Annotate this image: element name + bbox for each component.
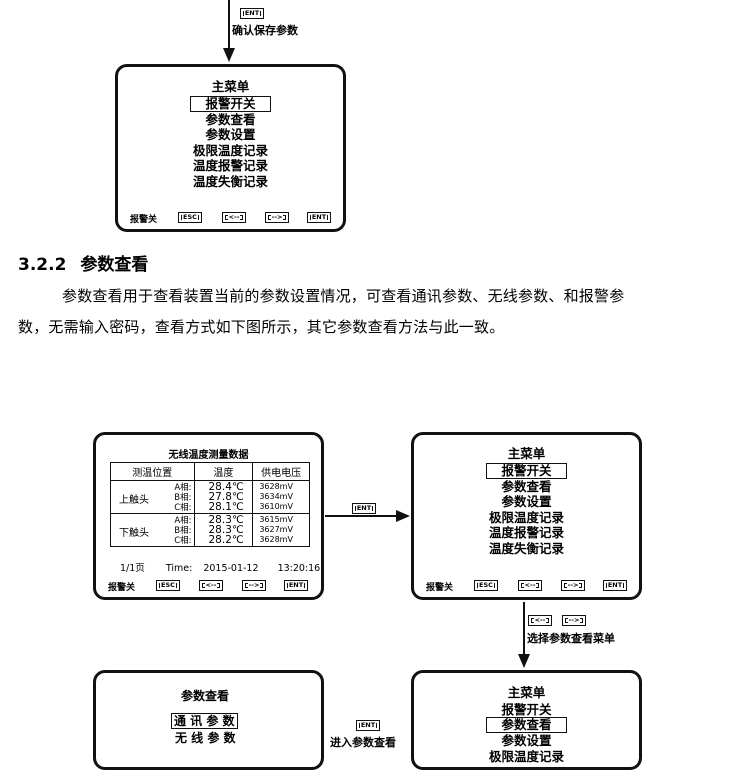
header-position: 测温位置	[110, 462, 195, 481]
data-screen-title: 无线温度测量数据	[168, 450, 249, 461]
data-screen-footer: 1/1页 Time: 2015-01-12 13:20:16	[120, 560, 320, 574]
menu-3-list: 主菜单 报警开关 参数查看 参数设置 极限温度记录	[414, 685, 639, 764]
arrow-ent-line	[325, 515, 399, 517]
page-indicator: 1/1页	[120, 563, 145, 574]
param-screen-list: 通 讯 参 数 无 线 参 数	[171, 713, 238, 747]
top-flow-caption: 确认保存参数	[232, 24, 298, 37]
menu-2-item-temp-alarm[interactable]: 温度报警记录	[488, 525, 564, 540]
arrow-select-line	[523, 602, 525, 656]
menu-screen-3: 主菜单 报警开关 参数查看 参数设置 极限温度记录	[411, 670, 642, 770]
date-value: 2015-01-12	[203, 563, 259, 574]
upper-phases: A相: B相: C相:	[174, 483, 192, 513]
menu-2-list: 主菜单 报警开关 参数查看 参数设置 极限温度记录 温度报警记录 温度失衡记录	[414, 446, 639, 556]
menu-1-ent-key[interactable]: ENT	[307, 212, 331, 223]
section-paragraph-line-1: 参数查看用于查看装置当前的参数设置情况，可查看通讯参数、无线参数、和报警参	[62, 287, 625, 305]
arrow-ent-key: ENT	[352, 503, 376, 514]
menu-3-item-param-view[interactable]: 参数查看	[486, 717, 567, 733]
param-item-comm[interactable]: 通 讯 参 数	[171, 713, 238, 729]
menu-1-item-alarm-switch[interactable]: 报警开关	[190, 95, 271, 112]
menu-1-title: 主菜单	[211, 79, 250, 94]
menu-1-esc-key[interactable]: ESC	[178, 212, 202, 223]
lower-phases: A相: B相: C相:	[174, 516, 192, 546]
section-title: 参数查看	[80, 255, 149, 275]
menu-2-esc-key[interactable]: ESC	[474, 580, 498, 591]
data-table: 测温位置 温度 供电电压 上触头 A相: B相: C相: 28.4℃ 27.8℃…	[110, 462, 310, 547]
menu-1-item-param-set[interactable]: 参数设置	[205, 127, 256, 142]
section-paragraph-line-2: 数，无需输入密码，查看方式如下图所示，其它参数查看方法与此一致。	[18, 318, 505, 336]
arrow-ent-head	[396, 510, 410, 522]
menu-3-item-alarm-switch[interactable]: 报警开关	[501, 701, 552, 717]
menu-1-item-param-view[interactable]: 参数查看	[205, 111, 256, 127]
top-flow-arrow-head	[223, 48, 235, 62]
clock-value: 13:20:16	[277, 563, 321, 574]
menu-1-item-limit-temp[interactable]: 极限温度记录	[192, 142, 268, 158]
menu-2-ent-key[interactable]: ENT	[603, 580, 627, 591]
menu-3-item-param-set[interactable]: 参数设置	[501, 733, 552, 748]
upper-voltages: 3628mV 3634mV 3610mV	[252, 480, 310, 514]
data-screen-esc-key[interactable]: ESC	[156, 580, 180, 591]
menu-2-item-param-set[interactable]: 参数设置	[501, 494, 552, 509]
menu-2-item-temp-imbalance[interactable]: 温度失衡记录	[488, 540, 564, 556]
arrow-select-left-key: <--	[528, 615, 552, 626]
param-item-wireless[interactable]: 无 线 参 数	[175, 731, 236, 745]
data-screen-ent-key[interactable]: ENT	[284, 580, 308, 591]
menu-2-title: 主菜单	[507, 446, 546, 461]
menu-2-status: 报警关	[426, 583, 454, 593]
upper-temps: 28.4℃ 27.8℃ 28.1℃	[193, 480, 254, 514]
lower-contact-label: 下触头	[119, 528, 149, 539]
menu-1-list: 主菜单 报警开关 参数查看 参数设置 极限温度记录 温度报警记录 温度失衡记录	[118, 79, 343, 189]
upper-contact-label: 上触头	[119, 495, 149, 506]
menu-1-status: 报警关	[130, 215, 158, 225]
data-screen: 无线温度测量数据 测温位置 温度 供电电压 上触头 A相: B相: C相: 28…	[93, 432, 324, 600]
arrow-enter-caption: 进入参数查看	[330, 736, 396, 749]
menu-2-item-alarm-switch[interactable]: 报警开关	[486, 462, 567, 479]
arrow-enter-key: ENT	[356, 720, 380, 731]
section-heading: 3.2.2 参数查看	[18, 250, 148, 275]
data-screen-left-key[interactable]: <--	[199, 580, 223, 591]
lower-temps: 28.3℃ 28.3℃ 28.2℃	[193, 513, 254, 547]
header-voltage: 供电电压	[252, 462, 310, 481]
menu-1-item-temp-alarm[interactable]: 温度报警记录	[192, 158, 268, 173]
data-screen-right-key[interactable]: -->	[242, 580, 266, 591]
menu-1-item-temp-imbalance[interactable]: 温度失衡记录	[192, 173, 268, 189]
arrow-select-head	[518, 654, 530, 668]
menu-screen-1: 主菜单 报警开关 参数查看 参数设置 极限温度记录 温度报警记录 温度失衡记录 …	[115, 64, 346, 232]
top-flow-arrow-line	[228, 0, 230, 50]
menu-2-item-param-view[interactable]: 参数查看	[501, 478, 552, 494]
param-screen-title: 参数查看	[181, 689, 230, 703]
param-screen: 参数查看 通 讯 参 数 无 线 参 数	[93, 670, 324, 770]
table-row-upper: 上触头 A相: B相: C相:	[110, 480, 195, 514]
arrow-select-right-key: -->	[562, 615, 586, 626]
menu-1-right-key[interactable]: -->	[265, 212, 289, 223]
menu-screen-2: 主菜单 报警开关 参数查看 参数设置 极限温度记录 温度报警记录 温度失衡记录 …	[411, 432, 642, 600]
menu-2-left-key[interactable]: <--	[518, 580, 542, 591]
menu-1-left-key[interactable]: <--	[222, 212, 246, 223]
menu-2-item-limit-temp[interactable]: 极限温度记录	[488, 509, 564, 525]
header-temperature: 温度	[193, 462, 254, 481]
table-row-lower: 下触头 A相: B相: C相:	[110, 513, 195, 547]
menu-2-right-key[interactable]: -->	[561, 580, 585, 591]
menu-3-title: 主菜单	[507, 685, 546, 700]
time-label: Time:	[165, 563, 193, 574]
menu-3-item-limit-temp[interactable]: 极限温度记录	[488, 748, 564, 764]
data-screen-status: 报警关	[108, 583, 136, 593]
arrow-select-caption: 选择参数查看菜单	[527, 632, 615, 645]
section-number: 3.2.2	[18, 255, 67, 275]
lower-voltages: 3615mV 3627mV 3628mV	[252, 513, 310, 547]
top-flow-ent-key: ENT	[240, 8, 264, 19]
